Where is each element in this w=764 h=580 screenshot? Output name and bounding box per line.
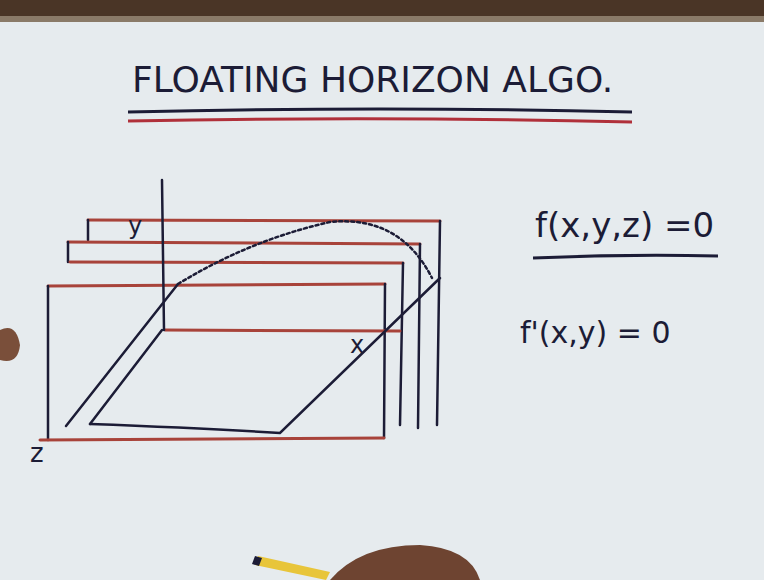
- title-underline: [128, 109, 632, 112]
- title-underline: [128, 119, 632, 122]
- hand: [330, 545, 480, 580]
- title: FLOATING HORIZON ALGO.: [132, 62, 613, 98]
- equation-underline: [533, 255, 718, 258]
- equation: f'(x,y) = 0: [520, 318, 671, 348]
- planes: [40, 220, 440, 440]
- surface-curves: [66, 180, 440, 433]
- marker-tip: [252, 556, 262, 566]
- top-band: [0, 0, 764, 16]
- axis-label: y: [128, 214, 142, 238]
- hand: [0, 328, 20, 361]
- axis-label: x: [350, 333, 364, 357]
- top-band-edge: [0, 16, 764, 22]
- marker: [255, 556, 330, 580]
- axis-label: z: [30, 440, 44, 466]
- equation: f(x,y,z) =0: [535, 208, 714, 242]
